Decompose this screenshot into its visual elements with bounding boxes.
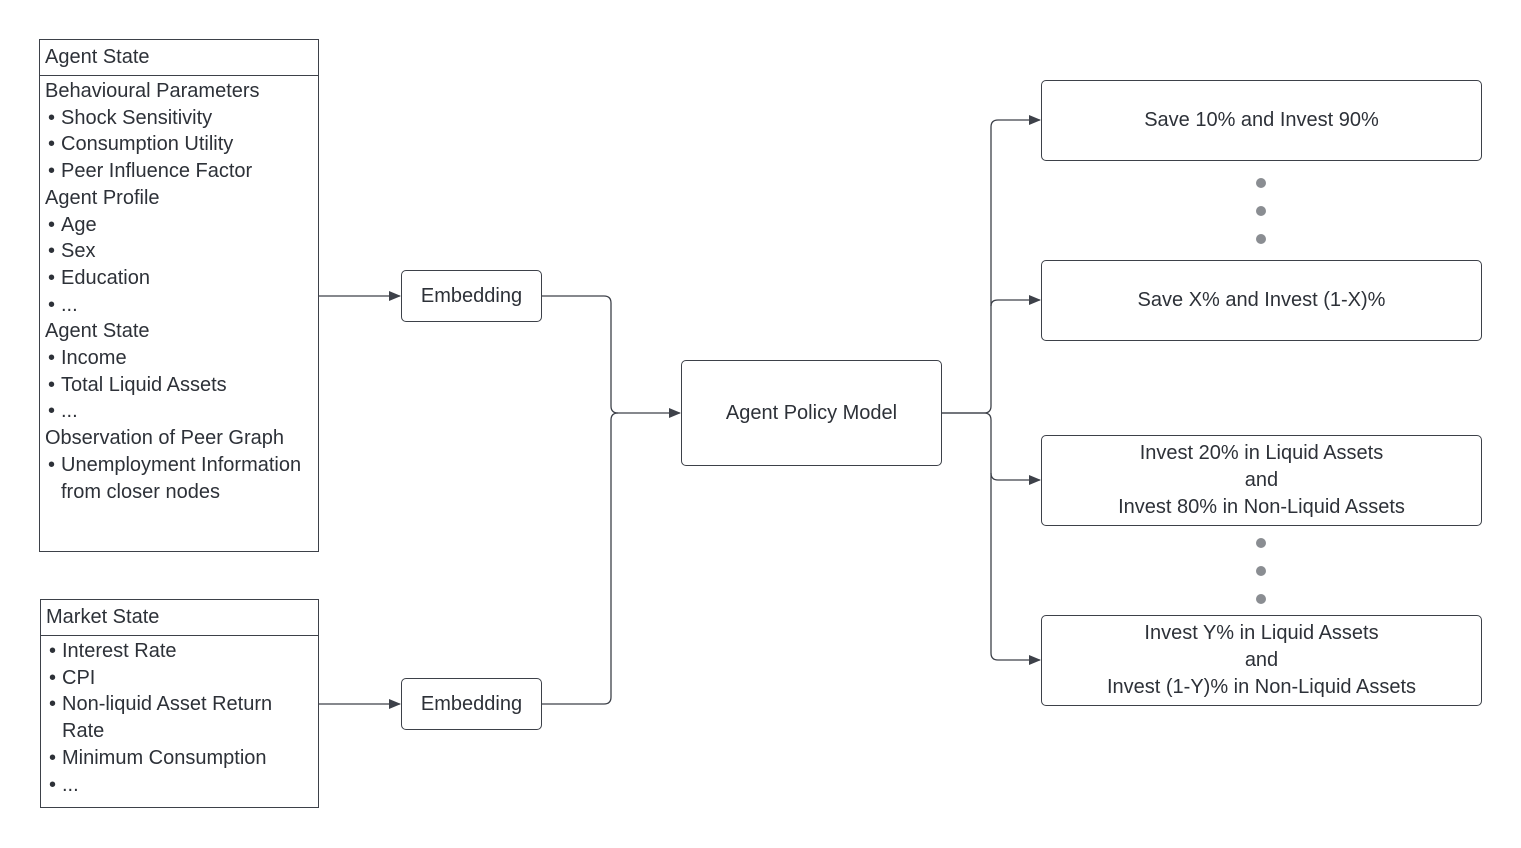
output-4-text: Invest Y% in Liquid Assets and Invest (1…: [1107, 620, 1416, 700]
output-1-text: Save 10% and Invest 90%: [1144, 107, 1379, 134]
market-state-panel-body: •Interest Rate•CPI•Non-liquid Asset Retu…: [41, 636, 318, 798]
output-3-line-2: and: [1244, 469, 1279, 492]
agent-section-title: Agent Profile: [45, 186, 160, 209]
agent-bullet-item-text: Age: [61, 213, 97, 236]
market-bullet-item: •...: [46, 772, 314, 799]
bullet-icon: •: [48, 373, 56, 396]
bullet-icon: •: [49, 666, 57, 689]
ellipsis-dot: [1256, 538, 1266, 548]
output-3-text: Invest 20% in Liquid Assets and Invest 8…: [1118, 440, 1405, 520]
market-bullet-item: •CPI: [46, 665, 314, 692]
policy-to-output-2-connector: [990, 295, 1041, 307]
market-bullet-item-text: ...: [62, 773, 79, 796]
bullet-icon: •: [48, 213, 56, 236]
agent-state-panel: Agent State Behavioural Parameters•Shock…: [39, 39, 319, 552]
bullet-icon: •: [48, 240, 56, 263]
ellipsis-dot: [1256, 594, 1266, 604]
agent-bullet-item-text: Shock Sensitivity: [61, 106, 213, 129]
bullet-icon: •: [48, 266, 56, 289]
market-state-panel-header: Market State: [41, 600, 318, 636]
output-2-line: Save X% and Invest (1-X)%: [1137, 289, 1386, 312]
bullet-icon: •: [49, 640, 57, 662]
agent-bullet-item-text: Sex: [61, 240, 96, 263]
bullet-icon: •: [48, 133, 56, 156]
agent-bullet-item-text: ...: [61, 400, 78, 423]
output-4-line-3: Invest (1-Y)% in Non-Liquid Assets: [1106, 675, 1417, 698]
bullet-icon: •: [48, 293, 56, 316]
output-node-3: Invest 20% in Liquid Assets and Invest 8…: [1041, 435, 1482, 526]
market-bullet-item-text: CPI: [62, 666, 96, 689]
agent-bullet-item-text: ...: [61, 293, 78, 316]
embedding-top-label: Embedding: [420, 284, 523, 307]
agent-bullet-item-text: Peer Influence Factor: [61, 160, 253, 183]
bullet-icon: •: [48, 400, 56, 423]
output-node-4: Invest Y% in Liquid Assets and Invest (1…: [1041, 615, 1482, 706]
policy-to-output-4-connector: [990, 473, 1041, 665]
market-state-panel: Market State •Interest Rate•CPI•Non-liqu…: [40, 599, 319, 808]
agent-bullet-item: •Consumption Utility: [45, 131, 314, 158]
bullet-icon: •: [49, 746, 57, 769]
bullet-icon: •: [49, 773, 57, 796]
agent-bullet-item-text: Unemployment Information from closer nod…: [61, 453, 302, 503]
market-bullet-item-text: Minimum Consumption: [62, 746, 267, 769]
agent-bullet-item-text: Total Liquid Assets: [61, 373, 227, 396]
ellipsis-dot: [1256, 206, 1266, 216]
embedding-bottom-node: Embedding: [401, 678, 542, 730]
output-3-line-1: Invest 20% in Liquid Assets: [1139, 442, 1384, 465]
agent-section-title: Behavioural Parameters: [45, 80, 260, 102]
bullet-icon: •: [49, 693, 57, 716]
embedding-bottom-to-policy-connector: [541, 412, 619, 705]
agent-bullet-item: •Income: [45, 345, 314, 372]
agent-bullet-item: •Sex: [45, 238, 314, 265]
output-4-line-2: and: [1244, 649, 1279, 672]
output-4-line-1: Invest Y% in Liquid Assets: [1144, 622, 1379, 645]
agent-bullet-item: •Shock Sensitivity: [45, 105, 314, 132]
agent-policy-model-node: Agent Policy Model: [681, 360, 942, 466]
market-bullet-item: •Interest Rate: [46, 638, 314, 665]
embedding-bottom-label: Embedding: [420, 692, 523, 715]
market-bullet-item: •Minimum Consumption: [46, 745, 314, 772]
agent-bullet-item-text: Consumption Utility: [61, 133, 234, 156]
agent-section-title: Agent State: [45, 320, 150, 343]
agent-bullet-item: •Education: [45, 265, 314, 292]
market-bullet-item-text: Non-liquid Asset Return Rate: [62, 693, 273, 743]
agent-bullet-item-text: Income: [61, 347, 127, 370]
output-2-text: Save X% and Invest (1-X)%: [1138, 287, 1386, 314]
bullet-icon: •: [48, 106, 56, 129]
embedding-top-to-policy-connector: [541, 295, 681, 418]
bullet-icon: •: [48, 347, 56, 370]
output-3-line-3: Invest 80% in Non-Liquid Assets: [1118, 495, 1405, 518]
agent-section-title: Observation of Peer Graph: [45, 427, 285, 450]
ellipsis-dot: [1256, 566, 1266, 576]
output-node-1: Save 10% and Invest 90%: [1041, 80, 1482, 161]
agent-bullet-item: •Age: [45, 212, 314, 239]
output-node-2: Save X% and Invest (1-X)%: [1041, 260, 1482, 341]
agent-state-panel-header: Agent State: [40, 40, 318, 76]
agent-policy-model-label: Agent Policy Model: [725, 401, 898, 424]
agent-bullet-item: •Total Liquid Assets: [45, 372, 314, 399]
agent-bullet-item: •...: [45, 292, 314, 319]
agent-bullet-item: •...: [45, 398, 314, 425]
agent-state-panel-body: Behavioural Parameters•Shock Sensitivity…: [40, 76, 318, 505]
market-bullet-item: •Non-liquid Asset Return Rate: [46, 691, 314, 744]
bullet-icon: •: [48, 160, 56, 183]
output-1-line: Save 10% and Invest 90%: [1144, 109, 1379, 132]
ellipsis-dot: [1256, 178, 1266, 188]
embedding-top-node: Embedding: [401, 270, 542, 322]
bullet-icon: •: [48, 453, 56, 476]
agent-bullet-item: •Unemployment Information from closer no…: [45, 452, 314, 505]
ellipsis-dot: [1256, 234, 1266, 244]
market-bullet-item-text: Interest Rate: [62, 640, 177, 662]
policy-to-output-1-connector: [941, 115, 1041, 414]
policy-to-output-3-connector: [941, 412, 1041, 485]
agent-bullet-item-text: Education: [61, 266, 150, 289]
agent-bullet-item: •Peer Influence Factor: [45, 158, 314, 185]
